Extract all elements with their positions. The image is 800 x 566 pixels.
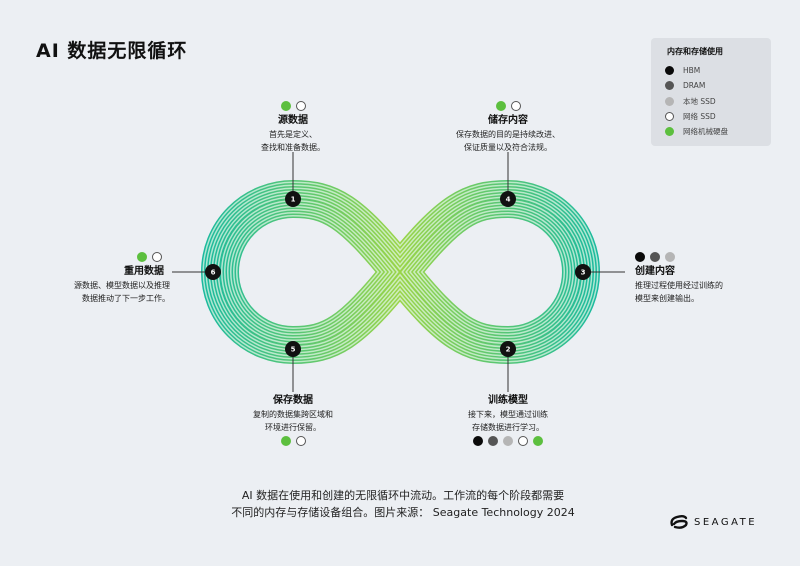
legend-label: 本地 SSD [683,97,716,106]
stage-store-content: 储存内容 保存数据的目的是持续改进、保证质量以及符合法规。 [438,99,578,154]
network-hdd-dot-icon [665,127,674,136]
hbm-dot-icon [473,436,483,446]
legend: 内存和存储使用 HBM DRAM 本地 SSD 网络 SSD 网络机械硬盘 [651,38,771,146]
stage-number: 1 [291,196,296,204]
stage-source-data: 源数据 首先是定义、查找和准备数据。 [233,99,353,154]
stage-desc: 复制的数据集跨区域和 [253,410,333,419]
stage-marker-5 [285,341,301,357]
network-ssd-dot-icon [665,112,674,121]
network-ssd-dot-icon [510,101,521,111]
stage-desc: 查找和准备数据。 [261,143,325,152]
hbm-dot-icon [665,66,674,75]
local-ssd-dot-icon [503,436,513,446]
network-hdd-dot-icon [533,436,543,446]
network-ssd-dot-icon [295,101,306,111]
stage-marker-1 [285,191,301,207]
network-ssd-dot-icon [295,436,306,446]
legend-label: DRAM [683,81,706,90]
stage-reuse-data: 重用数据 源数据、模型数据以及推理数据推动了下一步工作。 [52,250,170,305]
caption-line: 不同的内存与存储设备组合。图片来源： Seagate Technology 20… [231,506,575,519]
legend-label: HBM [683,66,701,75]
stage-retain-data: 保存数据 复制的数据集跨区域和环境进行保留。 [233,393,353,448]
stage-title: 训练模型 [488,395,528,406]
dram-dot-icon [488,436,498,446]
stage-marker-6 [205,264,221,280]
stage-desc: 模型来创建输出。 [635,294,699,303]
stage-marker-2 [500,341,516,357]
legend-item-network-hdd: 网络机械硬盘 [665,126,728,137]
stage-number: 5 [291,346,296,354]
stage-title: 源数据 [278,115,308,126]
stage-title: 创建内容 [635,266,675,277]
stage-desc: 推理过程使用经过训练的 [635,281,723,290]
caption: AI 数据在使用和创建的无限循环中流动。工作流的每个阶段都需要 不同的内存与存储… [228,487,578,521]
seagate-logo: SEAGATE [668,513,757,531]
network-hdd-dot-icon [280,101,291,111]
stage-desc: 存储数据进行学习。 [472,423,544,432]
stage-marker-3 [575,264,591,280]
loop-stripe [219,197,582,347]
stage-desc: 接下来，模型通过训练 [468,410,548,419]
network-ssd-dot-icon [518,436,528,446]
legend-item-network-ssd: 网络 SSD [665,111,716,122]
network-hdd-dot-icon [280,436,291,446]
logo-text: SEAGATE [694,516,758,528]
stage-desc: 首先是定义、 [269,130,317,139]
network-hdd-dot-icon [137,252,147,262]
stage-desc: 环境进行保留。 [265,423,321,432]
hbm-dot-icon [635,252,645,262]
stage-desc: 源数据、模型数据以及推理 [74,281,170,290]
stage-title: 重用数据 [124,266,164,277]
stage-train-model: 训练模型 接下来，模型通过训练存储数据进行学习。 [448,393,568,448]
network-hdd-dot-icon [495,101,506,111]
caption-line: AI 数据在使用和创建的无限循环中流动。工作流的每个阶段都需要 [241,489,565,502]
seagate-logo-icon [670,515,688,529]
stage-desc: 保证质量以及符合法规。 [464,143,552,152]
stage-desc: 数据推动了下一步工作。 [82,294,170,303]
stage-desc: 保存数据的目的是持续改进、 [456,130,560,139]
dram-dot-icon [665,81,674,90]
stage-number: 4 [506,196,511,204]
stage-title: 储存内容 [488,115,528,126]
stage-number: 6 [211,269,216,277]
local-ssd-dot-icon [665,97,674,106]
stage-create-content: 创建内容 推理过程使用经过训练的模型来创建输出。 [635,250,755,305]
legend-item-local-ssd: 本地 SSD [665,96,716,107]
legend-label: 网络机械硬盘 [683,127,728,136]
legend-label: 网络 SSD [683,112,716,121]
stage-number: 2 [506,346,511,354]
legend-item-hbm: HBM [665,66,700,75]
stage-title: 保存数据 [273,395,313,406]
network-ssd-dot-icon [152,252,162,262]
stage-number: 3 [581,269,586,277]
local-ssd-dot-icon [665,252,675,262]
page-title: AI 数据无限循环 [36,40,188,62]
legend-item-dram: DRAM [665,81,705,90]
stage-marker-4 [500,191,516,207]
dram-dot-icon [650,252,660,262]
legend-title: 内存和存储使用 [667,47,723,56]
